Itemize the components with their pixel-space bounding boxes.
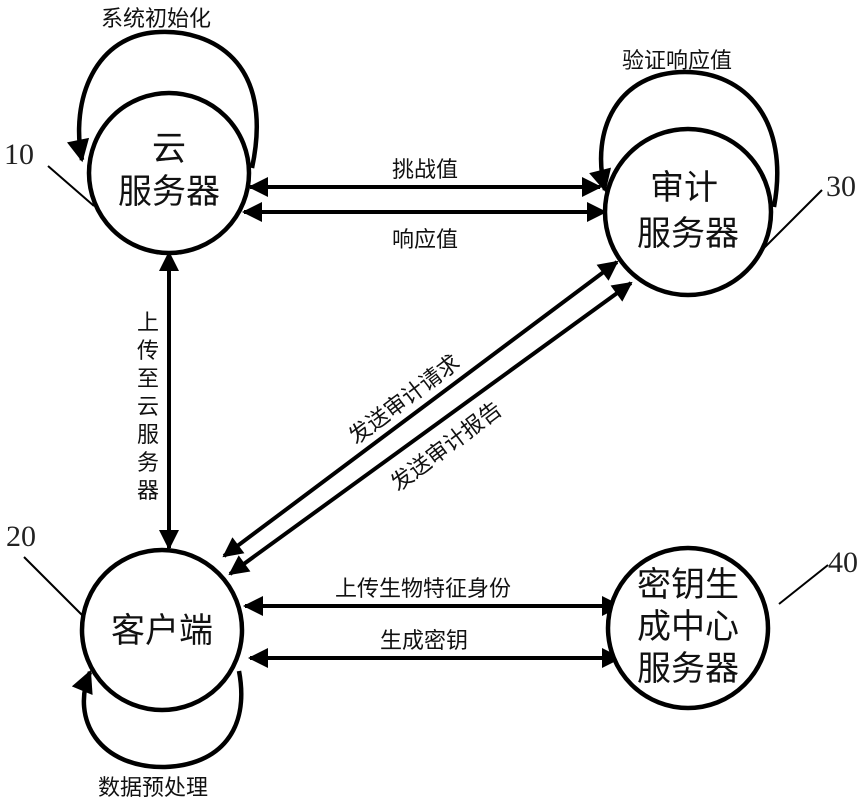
audit-self-loop-label: 验证响应值 — [622, 49, 732, 74]
keygen-label-3: 服务器 — [637, 649, 739, 689]
upload-bio-label: 上传生物特征身份 — [335, 577, 511, 602]
cloud-server-label-1: 云 — [152, 129, 186, 169]
cloud-server-label-2: 服务器 — [118, 172, 220, 212]
keygen-ref-leader — [778, 564, 829, 605]
audit-server-label-1: 审计 — [650, 168, 718, 208]
keygen-ref-number: 40 — [828, 546, 858, 579]
send-request-arrow — [222, 260, 619, 558]
svg-text:器: 器 — [137, 479, 159, 504]
client-label: 客户端 — [111, 611, 213, 651]
cloud-self-loop-label: 系统初始化 — [101, 7, 211, 32]
svg-text:至: 至 — [137, 367, 159, 392]
challenge-label: 挑战值 — [392, 158, 458, 183]
client-self-loop — [71, 669, 244, 770]
audit-self-loop — [589, 69, 780, 208]
svg-text:上: 上 — [137, 311, 159, 336]
keygen-label-2: 成中心 — [637, 607, 739, 647]
cloud-server-node[interactable]: 云 服务器 — [86, 90, 252, 256]
client-ref-leader — [23, 556, 83, 616]
cloud-ref-number: 10 — [4, 138, 34, 171]
upload-cloud-label: 上 传 至 云 服 务 器 — [137, 311, 159, 504]
svg-text:传: 传 — [137, 339, 159, 364]
svg-text:云: 云 — [137, 395, 159, 420]
client-self-loop-label: 数据预处理 — [98, 776, 208, 801]
audit-server-label-2: 服务器 — [637, 214, 739, 254]
svg-text:服: 服 — [137, 423, 159, 448]
send-report-arrow — [228, 281, 633, 576]
keygen-server-node[interactable]: 密钥生 成中心 服务器 — [605, 545, 771, 711]
client-ref-number: 20 — [6, 520, 36, 553]
gen-key-label: 生成密钥 — [380, 629, 468, 654]
audit-ref-leader — [761, 189, 823, 251]
keygen-label-1: 密钥生 — [637, 565, 739, 605]
client-node[interactable]: 客户端 — [79, 547, 245, 713]
svg-text:务: 务 — [137, 451, 159, 476]
response-label: 响应值 — [392, 228, 458, 253]
audit-ref-number: 30 — [826, 170, 856, 203]
cloud-ref-leader — [47, 165, 95, 207]
audit-server-node[interactable]: 审计 服务器 — [602, 126, 774, 298]
cloud-self-loop — [67, 29, 259, 169]
